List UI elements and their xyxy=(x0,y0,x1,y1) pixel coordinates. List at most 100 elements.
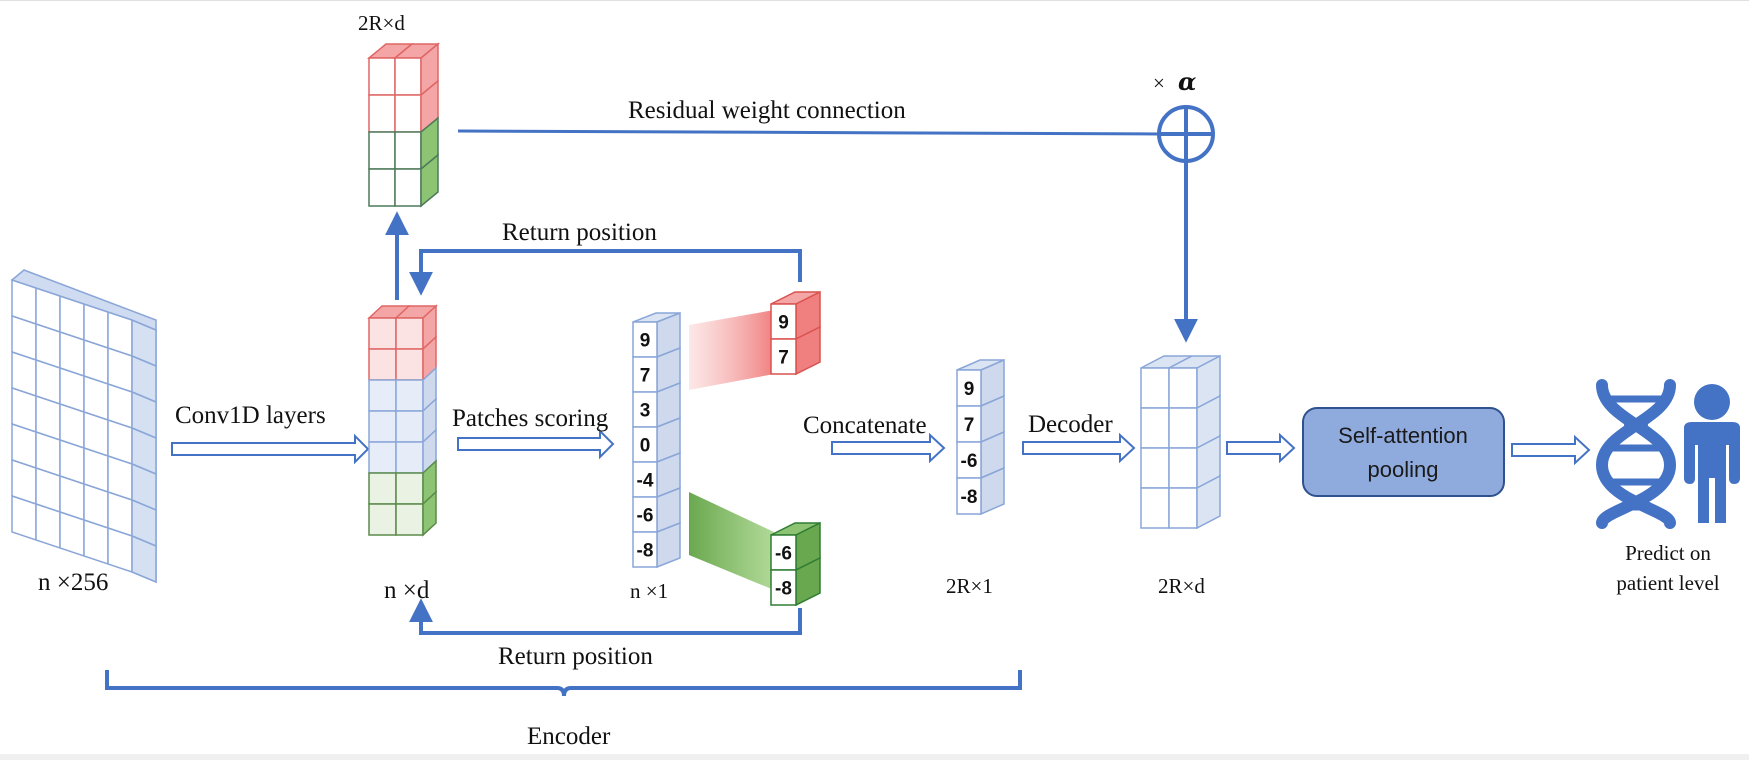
bottom-selected-patches: -6 -8 xyxy=(770,521,821,607)
residual-cell xyxy=(368,94,396,133)
conv1d-arrow xyxy=(171,433,370,465)
encoded-cell xyxy=(395,441,424,474)
encoded-cell xyxy=(368,379,397,412)
concatenate-label: Concatenate xyxy=(803,412,927,439)
decoded-tensor xyxy=(1140,354,1221,530)
encoded-cell xyxy=(368,348,397,381)
score-cell xyxy=(632,356,658,393)
residual-cell xyxy=(394,131,422,170)
to-attention-arrow xyxy=(1226,432,1296,464)
concat-cell xyxy=(956,405,982,443)
encoded-tensor xyxy=(367,304,438,537)
encoded-dim-label: n ×d xyxy=(384,577,430,604)
top-selected-cell-value: 9 xyxy=(778,313,789,334)
decoded-cell xyxy=(1168,447,1198,489)
score-cell xyxy=(632,496,658,533)
residual-dim-label: 2R×d xyxy=(358,11,405,35)
encoded-cell xyxy=(368,441,397,474)
predict-line1: Predict on xyxy=(1625,541,1711,565)
return-bottom-label: Return position xyxy=(498,643,653,670)
score-cell xyxy=(632,391,658,428)
encoded-cell xyxy=(395,410,424,443)
attention-line2: pooling xyxy=(1368,457,1439,482)
decoded-cell xyxy=(1140,407,1170,449)
residual-tensor xyxy=(366,42,441,208)
person-icon xyxy=(1684,384,1740,523)
encoded-cell xyxy=(368,410,397,443)
decoded-cell xyxy=(1168,487,1198,529)
residual-cell xyxy=(368,131,396,170)
encoded-cell xyxy=(368,472,397,505)
patches-scoring-arrow xyxy=(457,428,615,460)
encoded-cell xyxy=(368,503,397,536)
residual-label: Residual weight connection xyxy=(628,97,906,124)
score-dim-label: n ×1 xyxy=(630,579,668,603)
decoded-cell xyxy=(1140,487,1170,529)
score-cell-value: 9 xyxy=(640,331,651,352)
score-cell-value: -6 xyxy=(637,506,654,527)
residual-cell xyxy=(368,168,396,207)
encoded-cell xyxy=(368,317,397,350)
dna-helix-icon xyxy=(1595,379,1677,529)
concat-cell-value: -8 xyxy=(961,487,978,508)
input-cell xyxy=(107,526,133,574)
residual-cell xyxy=(394,94,422,133)
predict-line2: patient level xyxy=(1616,571,1719,595)
bottom-selected-cell-value: -6 xyxy=(775,544,792,565)
bottom-selected-cell-value: -8 xyxy=(775,579,792,600)
bottom-selected-cell xyxy=(770,569,797,606)
alpha-times-label: × xyxy=(1153,71,1165,95)
residual-cell xyxy=(368,57,396,96)
concat-cell-value: 9 xyxy=(964,379,975,400)
top-selection-band xyxy=(689,310,774,390)
decoder-label: Decoder xyxy=(1028,411,1113,438)
concatenate-arrow xyxy=(831,432,946,464)
return-position-bottom-path xyxy=(409,598,802,635)
decoded-cell xyxy=(1168,367,1198,409)
input-top-face xyxy=(10,269,157,332)
conv1d-label: Conv1D layers xyxy=(175,402,326,429)
alpha-symbol: α xyxy=(1178,67,1196,96)
input-cell xyxy=(11,494,37,542)
decoder-arrow xyxy=(1022,432,1136,464)
bottom-selection-band xyxy=(689,492,774,590)
input-dim-label: n ×256 xyxy=(38,569,108,596)
encoded-side-cell xyxy=(422,490,437,537)
self-attention-pooling-box xyxy=(1302,407,1505,497)
decoded-dim-label: 2R×d xyxy=(1158,574,1205,598)
top-selected-cell-value: 7 xyxy=(778,348,789,369)
score-cell xyxy=(632,321,658,358)
patches-scoring-label: Patches scoring xyxy=(452,405,609,432)
return-position-top-path xyxy=(409,249,802,296)
to-prediction-arrow xyxy=(1511,434,1591,466)
return-top-label: Return position xyxy=(502,219,657,246)
top-selected-patches: 97 xyxy=(770,290,821,376)
encoded-cell xyxy=(395,317,424,350)
encoder-brace xyxy=(105,670,1022,697)
concat-cell xyxy=(956,477,982,515)
input-side-cell xyxy=(131,534,157,584)
concat-cell-value: 7 xyxy=(964,415,975,436)
encoder-label: Encoder xyxy=(527,723,611,750)
residual-connection-line xyxy=(457,129,1161,136)
score-cell-value: -8 xyxy=(637,541,654,562)
score-cell-value: 7 xyxy=(640,366,651,387)
top-selected-cell xyxy=(770,338,797,375)
decoded-side-cell xyxy=(1196,474,1221,530)
score-column: 9 7 3 0 -4 -6 -8 xyxy=(632,311,681,569)
decoded-cell xyxy=(1140,367,1170,409)
concat-dim-label: 2R×1 xyxy=(946,574,993,598)
encoded-cell xyxy=(395,503,424,536)
score-cell-value: 3 xyxy=(640,401,651,422)
concat-column: 97-6-8 xyxy=(956,358,1005,516)
top-selected-cell xyxy=(770,303,797,340)
decoded-cell xyxy=(1168,407,1198,449)
encoded-cell xyxy=(395,379,424,412)
residual-side-cell xyxy=(420,153,439,208)
score-cell-value: 0 xyxy=(640,436,651,457)
residual-cell xyxy=(394,57,422,96)
score-cell-value: -4 xyxy=(637,471,654,492)
residual-cell xyxy=(394,168,422,207)
bottom-selected-cell xyxy=(770,534,797,571)
